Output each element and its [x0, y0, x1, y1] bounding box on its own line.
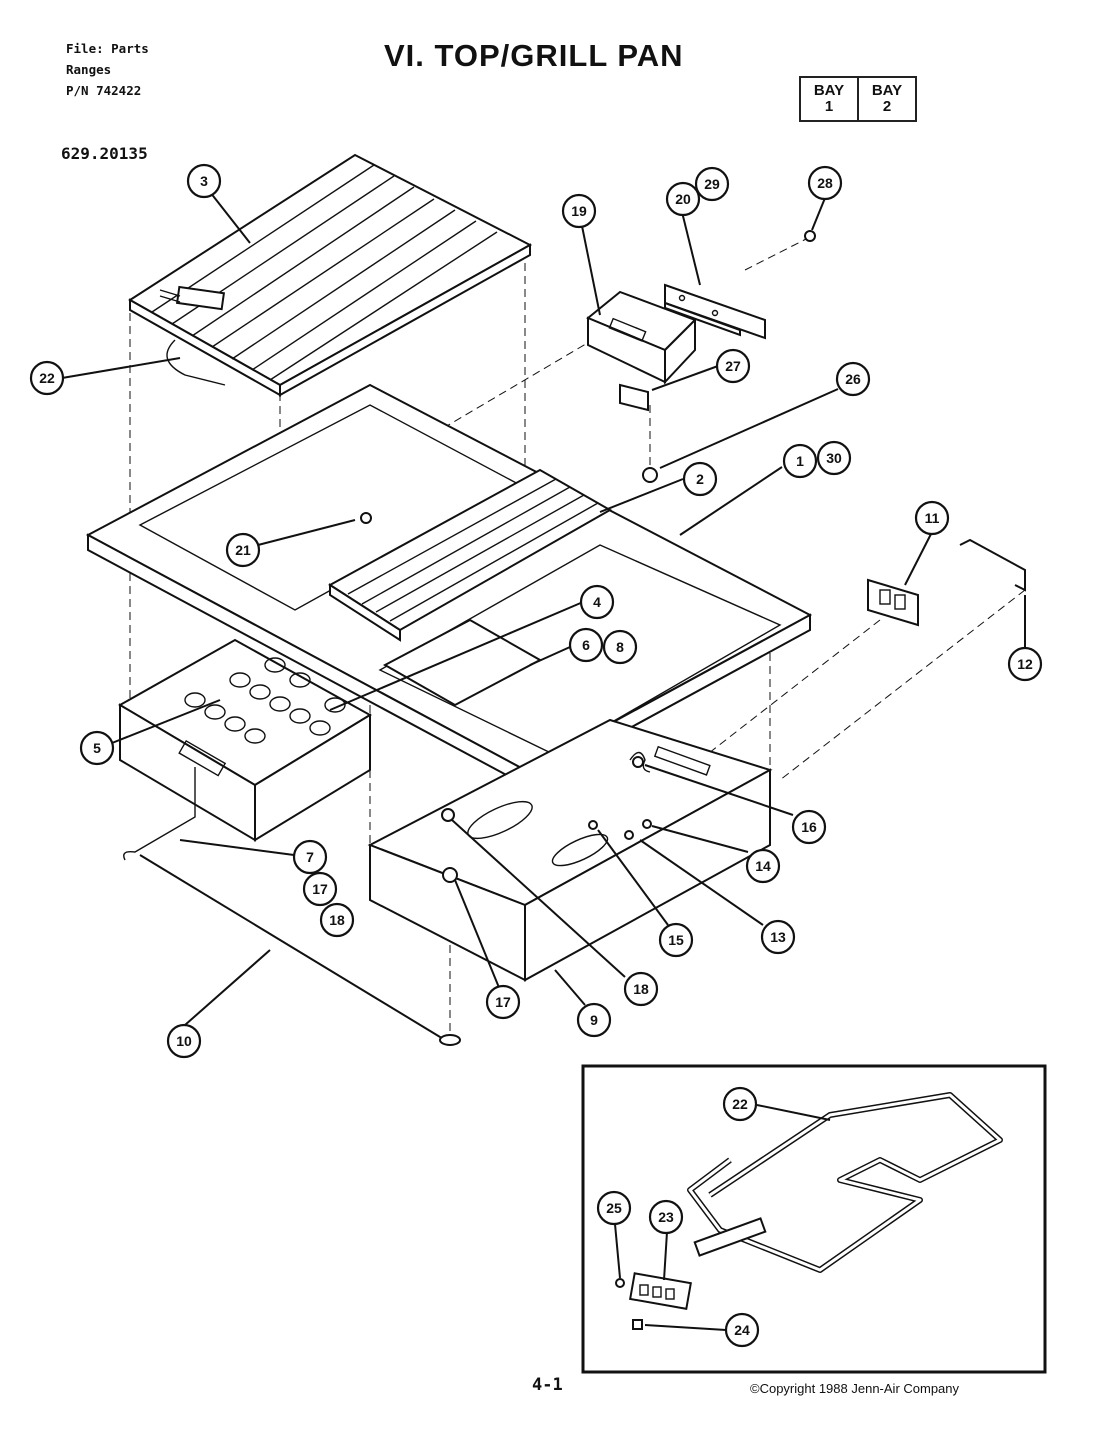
callout-18-right: 18 [623, 971, 659, 1007]
svg-text:23: 23 [658, 1209, 674, 1225]
callout-27: 27 [715, 348, 751, 384]
callout-24: 24 [724, 1312, 760, 1348]
page-number: 4-1 [532, 1375, 563, 1395]
svg-text:5: 5 [93, 740, 101, 756]
callout-5: 5 [79, 730, 115, 766]
callout-13: 13 [760, 919, 796, 955]
callout-16: 16 [791, 809, 827, 845]
callout-20: 20 [665, 181, 701, 217]
svg-text:13: 13 [770, 929, 786, 945]
svg-text:4: 4 [593, 594, 601, 610]
callout-8: 8 [602, 629, 638, 665]
svg-text:6: 6 [582, 637, 590, 653]
svg-text:15: 15 [668, 932, 684, 948]
svg-text:19: 19 [571, 203, 587, 219]
callout-11: 11 [914, 500, 950, 536]
callout-22-inset: 22 [722, 1086, 758, 1122]
element-inset-box [581, 1064, 1047, 1374]
svg-text:27: 27 [725, 358, 741, 374]
lower-grill-pan [367, 718, 773, 982]
svg-text:30: 30 [826, 450, 842, 466]
callout-21: 21 [225, 532, 261, 568]
callout-12: 12 [1007, 646, 1043, 682]
callout-18-left: 18 [319, 902, 355, 938]
leader-lines [61, 191, 1026, 1331]
callout-6: 6 [568, 627, 604, 663]
callout-17-right: 17 [485, 984, 521, 1020]
callout-22-main: 22 [29, 360, 65, 396]
callout-2: 2 [682, 461, 718, 497]
svg-text:18: 18 [329, 912, 345, 928]
model-number: 629.20135 [61, 144, 148, 163]
file-line-part-number: P/N 742422 [66, 83, 142, 98]
rock-grate-basket [118, 638, 372, 842]
bay-2: BAY 2 [857, 78, 915, 120]
page-title: VI. TOP/GRILL PAN [384, 38, 684, 73]
svg-text:10: 10 [176, 1033, 192, 1049]
receptacle [867, 578, 919, 627]
callout-10: 10 [166, 1023, 202, 1059]
callout-19: 19 [561, 193, 597, 229]
grill-element-upper [159, 285, 226, 386]
svg-text:14: 14 [755, 858, 771, 874]
callout-23: 23 [648, 1199, 684, 1235]
svg-text:12: 12 [1017, 656, 1033, 672]
svg-text:11: 11 [925, 510, 940, 526]
callout-17-left: 17 [302, 871, 338, 907]
svg-text:17: 17 [495, 994, 511, 1010]
svg-text:26: 26 [845, 371, 861, 387]
bay-1-label: BAY [813, 82, 845, 99]
svg-text:22: 22 [732, 1096, 748, 1112]
file-line-category: Ranges [66, 62, 112, 77]
callout-25: 25 [596, 1190, 632, 1226]
svg-text:20: 20 [675, 191, 691, 207]
svg-text:17: 17 [312, 881, 328, 897]
svg-text:18: 18 [633, 981, 649, 997]
bay-2-label: BAY [871, 82, 903, 99]
svg-text:29: 29 [704, 176, 720, 192]
svg-text:16: 16 [801, 819, 817, 835]
control-housing [586, 290, 697, 412]
receptacle-bracket [959, 538, 1026, 592]
callout-7: 7 [292, 839, 328, 875]
callout-15: 15 [658, 922, 694, 958]
svg-text:8: 8 [616, 639, 624, 655]
svg-text:3: 3 [200, 173, 208, 189]
bay-1-number: 1 [824, 98, 834, 115]
file-line-file: File: Parts [66, 41, 149, 56]
callout-28: 28 [807, 165, 843, 201]
callout-29: 29 [694, 166, 730, 202]
svg-text:21: 21 [235, 542, 251, 558]
copyright: ©Copyright 1988 Jenn-Air Company [750, 1381, 960, 1396]
callout-3: 3 [186, 163, 222, 199]
terminal-clip [629, 751, 651, 773]
bay-1: BAY 1 [801, 78, 857, 120]
svg-text:24: 24 [734, 1322, 750, 1338]
svg-text:28: 28 [817, 175, 833, 191]
bay-2-number: 2 [882, 98, 892, 115]
svg-text:7: 7 [306, 849, 314, 865]
svg-text:1: 1 [796, 453, 804, 469]
callout-14: 14 [745, 848, 781, 884]
callout-9: 9 [576, 1002, 612, 1038]
svg-text:22: 22 [39, 370, 55, 386]
hardware [123, 230, 816, 1046]
callout-1: 1 [782, 443, 818, 479]
svg-text:9: 9 [590, 1012, 598, 1028]
callout-4: 4 [579, 584, 615, 620]
callout-30: 30 [816, 440, 852, 476]
bay-box: BAY 1 BAY 2 [799, 76, 917, 122]
grill-grate [128, 153, 533, 397]
callout-26: 26 [835, 361, 871, 397]
svg-text:2: 2 [696, 471, 704, 487]
grill-pan-inset [328, 468, 613, 642]
mounting-bracket [664, 283, 766, 340]
svg-text:25: 25 [606, 1200, 622, 1216]
file-info: File: Parts Ranges P/N 742422 [66, 38, 149, 101]
